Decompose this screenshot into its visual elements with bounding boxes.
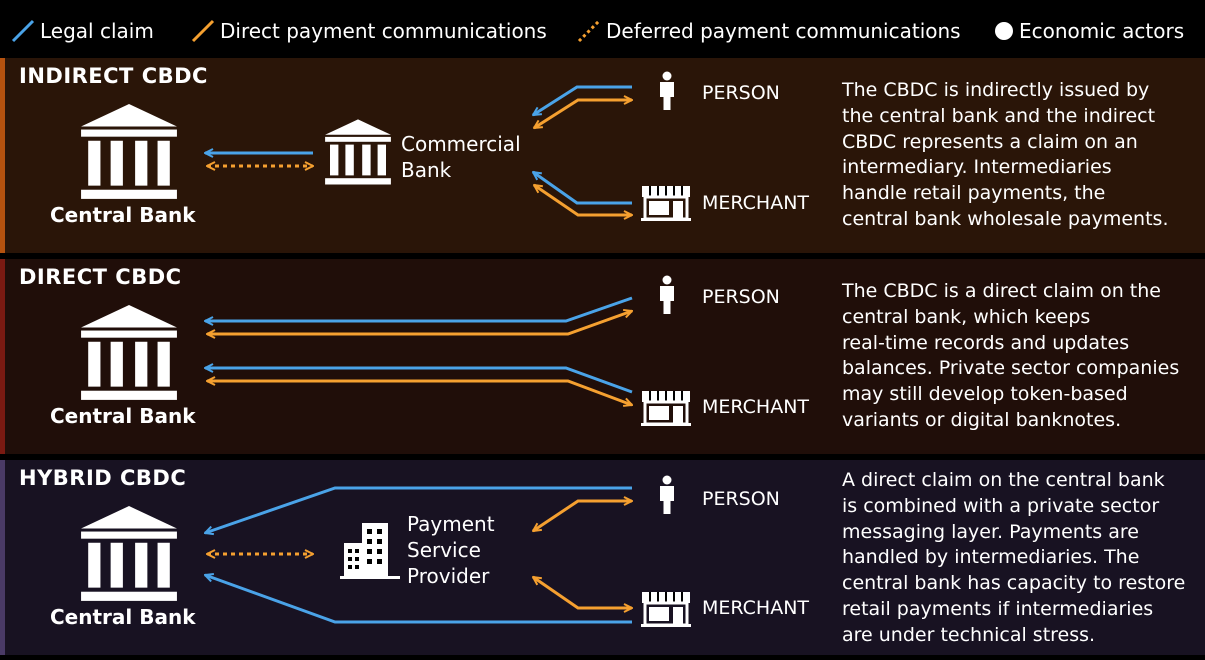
panel-direct-cbdc: DIRECT CBDC Central Bank PERSON MERCHANT… [0, 259, 1205, 454]
merchant-legal-claim-arrow [205, 575, 632, 624]
direct-diagram [81, 275, 691, 426]
storefront-icon [641, 390, 691, 426]
panel-accent-bar [0, 58, 5, 253]
panel-indirect-cbdc: INDIRECT CBDC Central Bank Commercial Ba… [0, 58, 1205, 253]
legend-legal-claim: Legal claim [10, 18, 154, 44]
storefront-icon [641, 591, 691, 627]
person-legal-claim-arrow [205, 296, 633, 321]
panel-description: The CBDC is indirectly issued by the cen… [842, 79, 1169, 230]
merchant-label: MERCHANT [702, 597, 810, 619]
merchant-label: MERCHANT [702, 396, 810, 418]
panel-hybrid-cbdc: HYBRID CBDC Central Bank Payment Service… [0, 460, 1205, 655]
indirect-diagram [81, 71, 691, 221]
merchant-label: MERCHANT [702, 192, 810, 214]
central-bank-label: Central Bank [50, 605, 196, 629]
blue-line-icon [11, 19, 35, 43]
central-bank-label: Central Bank [50, 203, 196, 227]
panel-title: HYBRID CBDC [19, 466, 187, 490]
person-label: PERSON [702, 488, 780, 510]
central-bank-icon [81, 305, 177, 400]
psp-label: Payment Service Provider [407, 512, 495, 588]
panel-title: INDIRECT CBDC [19, 64, 208, 88]
central-bank-icon [81, 104, 177, 199]
merchant-payment-arrow [534, 185, 632, 215]
merchant-payment-arrow [207, 381, 632, 405]
legend-direct-payment: Direct payment communications [190, 18, 547, 44]
legend-deferred-payment-label: Deferred payment communications [606, 19, 961, 43]
legend-economic-actors: Economic actors [993, 18, 1184, 44]
legend-economic-actors-label: Economic actors [1019, 19, 1185, 43]
commercial-bank-icon [325, 119, 391, 185]
orange-line-icon [191, 19, 215, 43]
office-building-icon [340, 523, 400, 579]
storefront-icon [641, 185, 691, 221]
legend-direct-payment-label: Direct payment communications [220, 19, 547, 43]
person-icon [660, 475, 674, 514]
person-label: PERSON [702, 82, 780, 104]
merchant-payment-arrow [533, 577, 632, 608]
person-payment-arrow [207, 311, 632, 334]
person-payment-arrow [533, 501, 632, 533]
person-icon [660, 275, 674, 314]
legend: Legal claim Direct payment communication… [0, 0, 1205, 58]
central-bank-label: Central Bank [50, 404, 196, 428]
merchant-legal-claim-arrow [533, 172, 632, 205]
panel-description: A direct claim on the central bank is co… [842, 469, 1186, 646]
legend-legal-claim-label: Legal claim [40, 19, 154, 43]
person-payment-arrow [534, 100, 632, 130]
orange-dotted-line-icon [577, 19, 601, 43]
hybrid-diagram [81, 475, 691, 627]
panel-title: DIRECT CBDC [19, 265, 182, 289]
person-legal-claim-arrow [205, 486, 632, 533]
white-dot-icon [995, 22, 1013, 40]
person-icon [660, 71, 674, 110]
person-label: PERSON [702, 286, 780, 308]
panel-accent-bar [0, 259, 5, 454]
commercial-bank-label: Commercial Bank [401, 132, 521, 182]
central-bank-icon [81, 506, 177, 601]
panel-accent-bar [0, 460, 5, 655]
legend-deferred-payment: Deferred payment communications [576, 18, 961, 44]
panel-description: The CBDC is a direct claim on the centra… [842, 280, 1180, 431]
